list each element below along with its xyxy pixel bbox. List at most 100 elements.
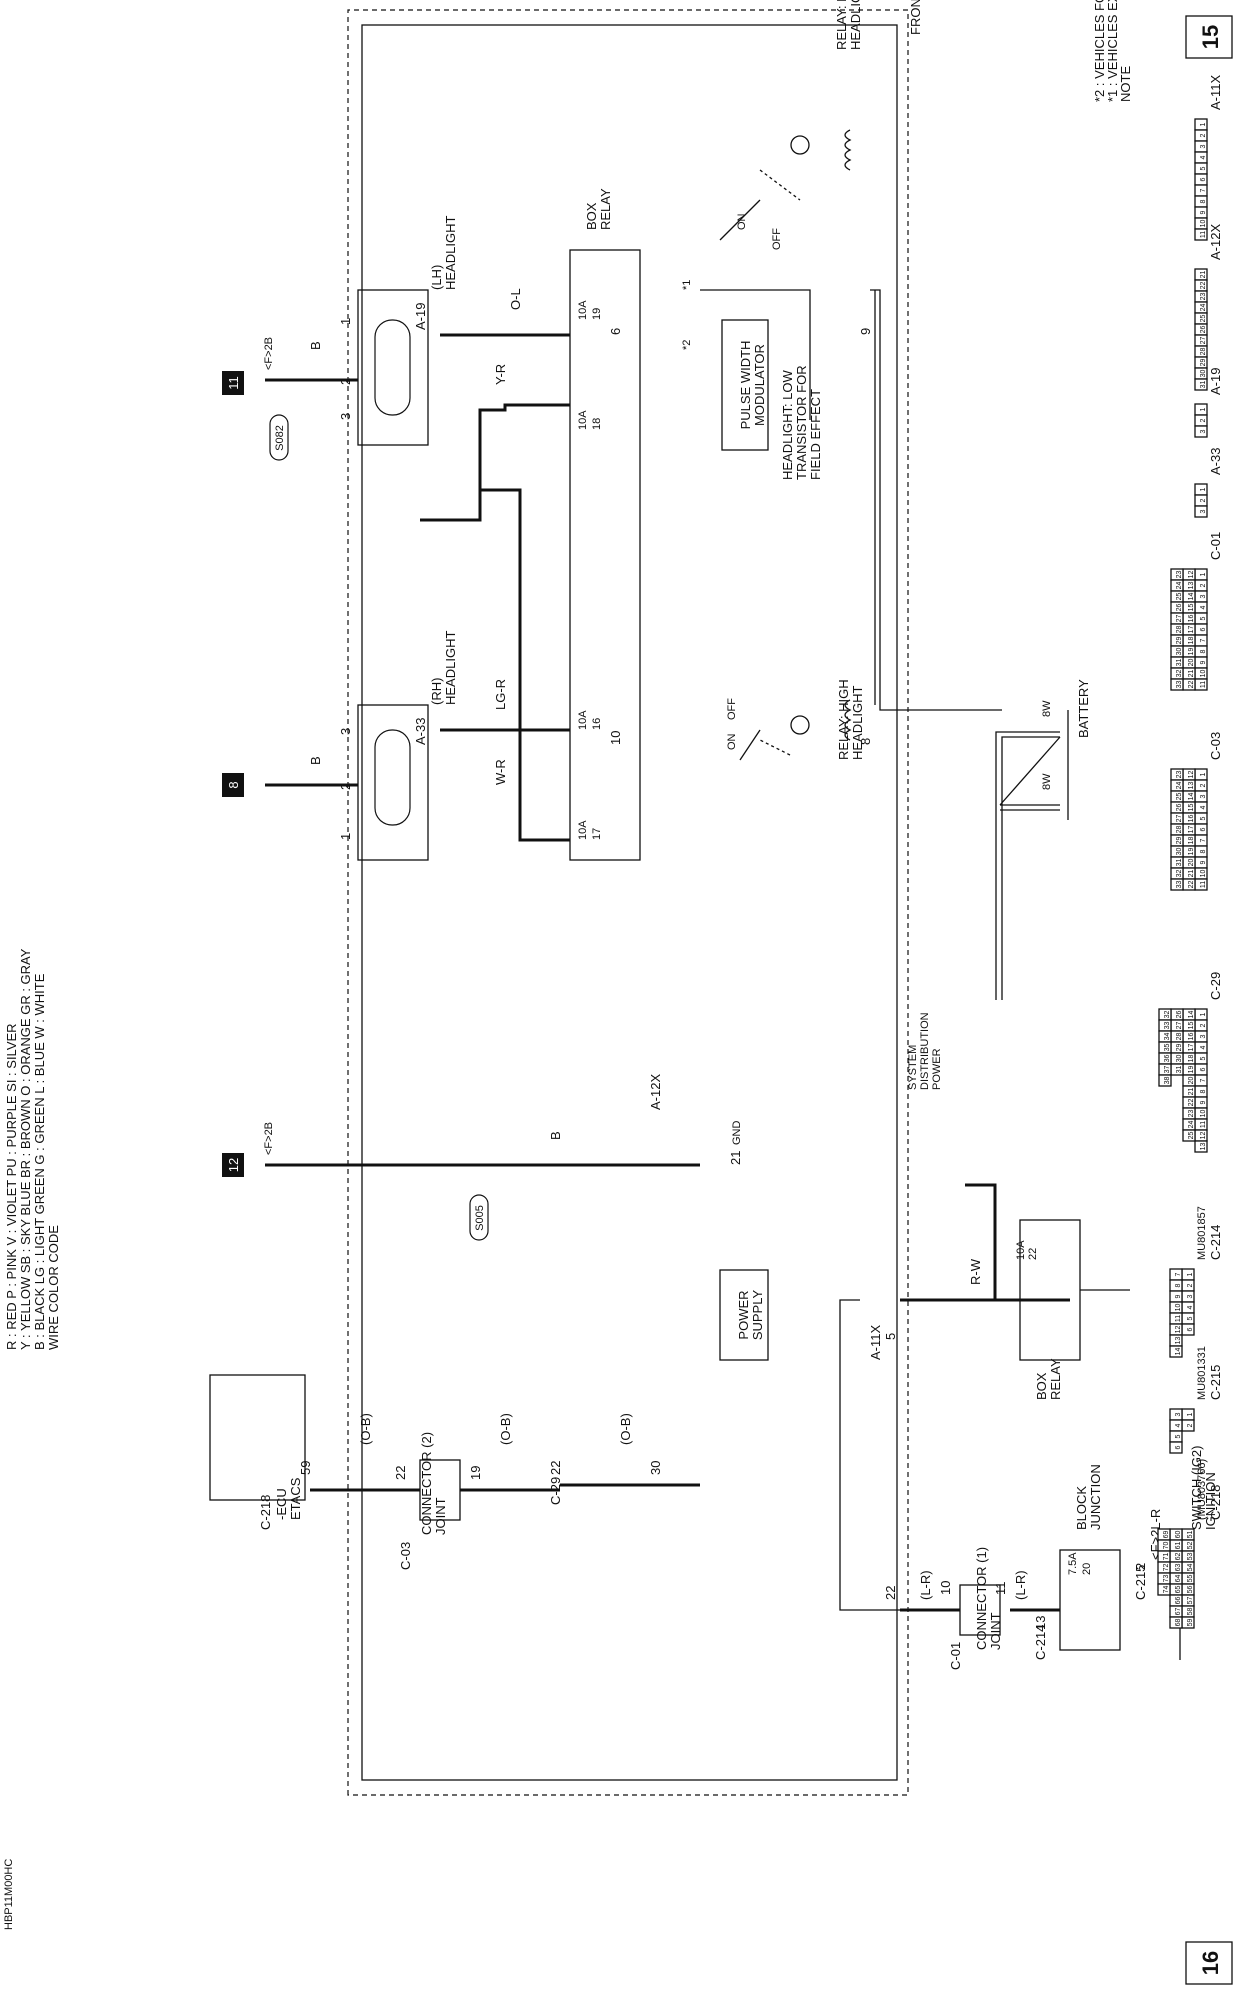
pin-number: 17: [1188, 826, 1195, 834]
pin-rh-3: 3: [338, 728, 353, 735]
joint-connector-1: JOINT CONNECTOR (1) C-01 11 10: [938, 1547, 1008, 1670]
pin-number: 67: [1175, 1608, 1182, 1616]
connector-c-03: C-03123456789101112131415161718192021222…: [1170, 732, 1223, 891]
fuse-17-num: 17: [591, 828, 603, 840]
pin-number: 31: [1176, 1066, 1183, 1074]
pin-cell: [1194, 228, 1208, 241]
pin-number: 11: [1200, 1121, 1207, 1128]
pin-number: 23: [1176, 571, 1183, 579]
pin-cell: [1169, 1616, 1183, 1629]
ignition-line1: IGNITION: [1203, 1472, 1218, 1530]
pin-number: 1: [1200, 572, 1207, 576]
headlight-rh: HEADLIGHT (RH) A-33 3 2 1: [338, 631, 458, 861]
battery: BATTERY 8W 8W: [995, 679, 1091, 1000]
pin-jc-11: 11: [993, 1582, 1008, 1596]
pin-rh-1: 1: [338, 833, 353, 840]
pin-number: 60: [1175, 1531, 1182, 1539]
pin-c29-22: 22: [548, 1461, 563, 1475]
pin-number: 72: [1163, 1564, 1170, 1572]
connector-name: C-01: [1208, 532, 1223, 560]
headlight-relay-lo-line1: HEADLIGHT: [848, 0, 863, 50]
joint-connector-1-line1: JOINT: [988, 1612, 1003, 1650]
pin-number: 24: [1176, 582, 1183, 590]
pin-number: 3: [1200, 509, 1207, 513]
ground-11: 11: [222, 371, 244, 395]
pin-number: 24: [1188, 1121, 1195, 1129]
pin-number: 2: [1200, 783, 1207, 787]
pin-number: 8: [1200, 649, 1207, 653]
wire-8w-a: 8W: [1041, 700, 1053, 717]
pin-number: 1: [1200, 1012, 1207, 1016]
pin-number: 3: [1200, 429, 1207, 433]
pin-number: 7: [1200, 188, 1207, 192]
fuse-16-num: 16: [591, 718, 603, 730]
pin-number: 28: [1176, 626, 1183, 634]
etacs-ecu: ETACS -ECU C-218: [209, 1374, 306, 1530]
mark-1: *1: [681, 280, 693, 290]
connector-name: A-33: [1208, 448, 1223, 475]
pin-5: 5: [883, 1333, 898, 1340]
pin-number: 56: [1187, 1586, 1194, 1594]
pin-number: 6: [1200, 627, 1207, 631]
power-dist-line2: DISTRIBUTION: [919, 1012, 931, 1090]
page-number-left: 15: [1185, 15, 1233, 59]
pin-number: 1: [1187, 1272, 1194, 1276]
pin-number: 2: [1200, 133, 1207, 137]
pin-number: 66: [1175, 1597, 1182, 1605]
pin-number: 4: [1200, 1045, 1207, 1049]
pin-number: 54: [1187, 1564, 1194, 1572]
pin-number: 19: [1188, 648, 1195, 656]
note-block: NOTE *1 : VEHICLES EXCEPT FOR CANADA *2 …: [1092, 0, 1133, 102]
pin-number: 18: [1188, 637, 1195, 645]
pin-number: 26: [1176, 1011, 1183, 1019]
relay-box-22-label-2: BOX: [1034, 1372, 1049, 1400]
connector-name: C-215: [1208, 1365, 1223, 1400]
pin-number: 26: [1176, 804, 1183, 812]
pin-number: 64: [1175, 1575, 1182, 1583]
pin-cell: [1157, 1583, 1171, 1596]
wire-b-rh: B: [308, 756, 323, 765]
conn-c01: C-01: [948, 1642, 963, 1670]
pin-8: 8: [858, 738, 873, 745]
wire-lgr: LG-R: [493, 679, 508, 710]
etacs-line2: -ECU: [274, 1488, 289, 1520]
pin-number: 2: [1200, 418, 1207, 422]
pin-number: 6: [1200, 177, 1207, 181]
wire-ob-1: (O-B): [618, 1413, 633, 1445]
fuse-22-num: 22: [1027, 1248, 1039, 1260]
pin-number: 22: [1188, 681, 1195, 689]
connector-name: C-218: [1208, 1485, 1223, 1520]
pin-number: 70: [1163, 1542, 1170, 1550]
wire-b-lh: B: [308, 341, 323, 350]
headlight-relay-lo-line2: RELAY: LO: [834, 0, 849, 50]
pin-number: 7: [1200, 638, 1207, 642]
page-number-right: 16: [1185, 1941, 1233, 1985]
pin-number: 25: [1176, 593, 1183, 601]
pin-number: 12: [1188, 771, 1195, 779]
pin-number: 8: [1200, 199, 1207, 203]
pin-number: 13: [1200, 1143, 1207, 1151]
gnd-label: GND: [731, 1121, 743, 1146]
fuse-19-rating: 10A: [577, 300, 589, 320]
wire-color-code: WIRE COLOR CODE B : BLACK LG : LIGHT GRE…: [4, 948, 61, 1350]
junction-block-line1: JUNCTION: [1088, 1464, 1103, 1530]
pin-number: 9: [1200, 1100, 1207, 1104]
pin-number: 12: [1175, 1326, 1182, 1334]
pin-30: 30: [648, 1461, 663, 1475]
fuse-17-rating: 10A: [577, 820, 589, 840]
power-supply: POWER SUPPLY: [719, 1269, 900, 1611]
power-supply-line2: SUPPLY: [750, 1290, 765, 1341]
ground-8: 8: [222, 773, 244, 797]
fuse-18-rating: 10A: [577, 410, 589, 430]
pwm-line2: MODULATOR: [752, 344, 767, 426]
pin-number: 3: [1175, 1412, 1182, 1416]
wire-ob-2: (O-B): [498, 1413, 513, 1445]
relay-lo-on: ON: [736, 213, 748, 230]
power-supply-line1: POWER: [736, 1290, 751, 1339]
headlight-lh-line2: (LH): [429, 265, 444, 290]
pin-number: 14: [1188, 793, 1195, 801]
pin-number: 3: [1200, 794, 1207, 798]
